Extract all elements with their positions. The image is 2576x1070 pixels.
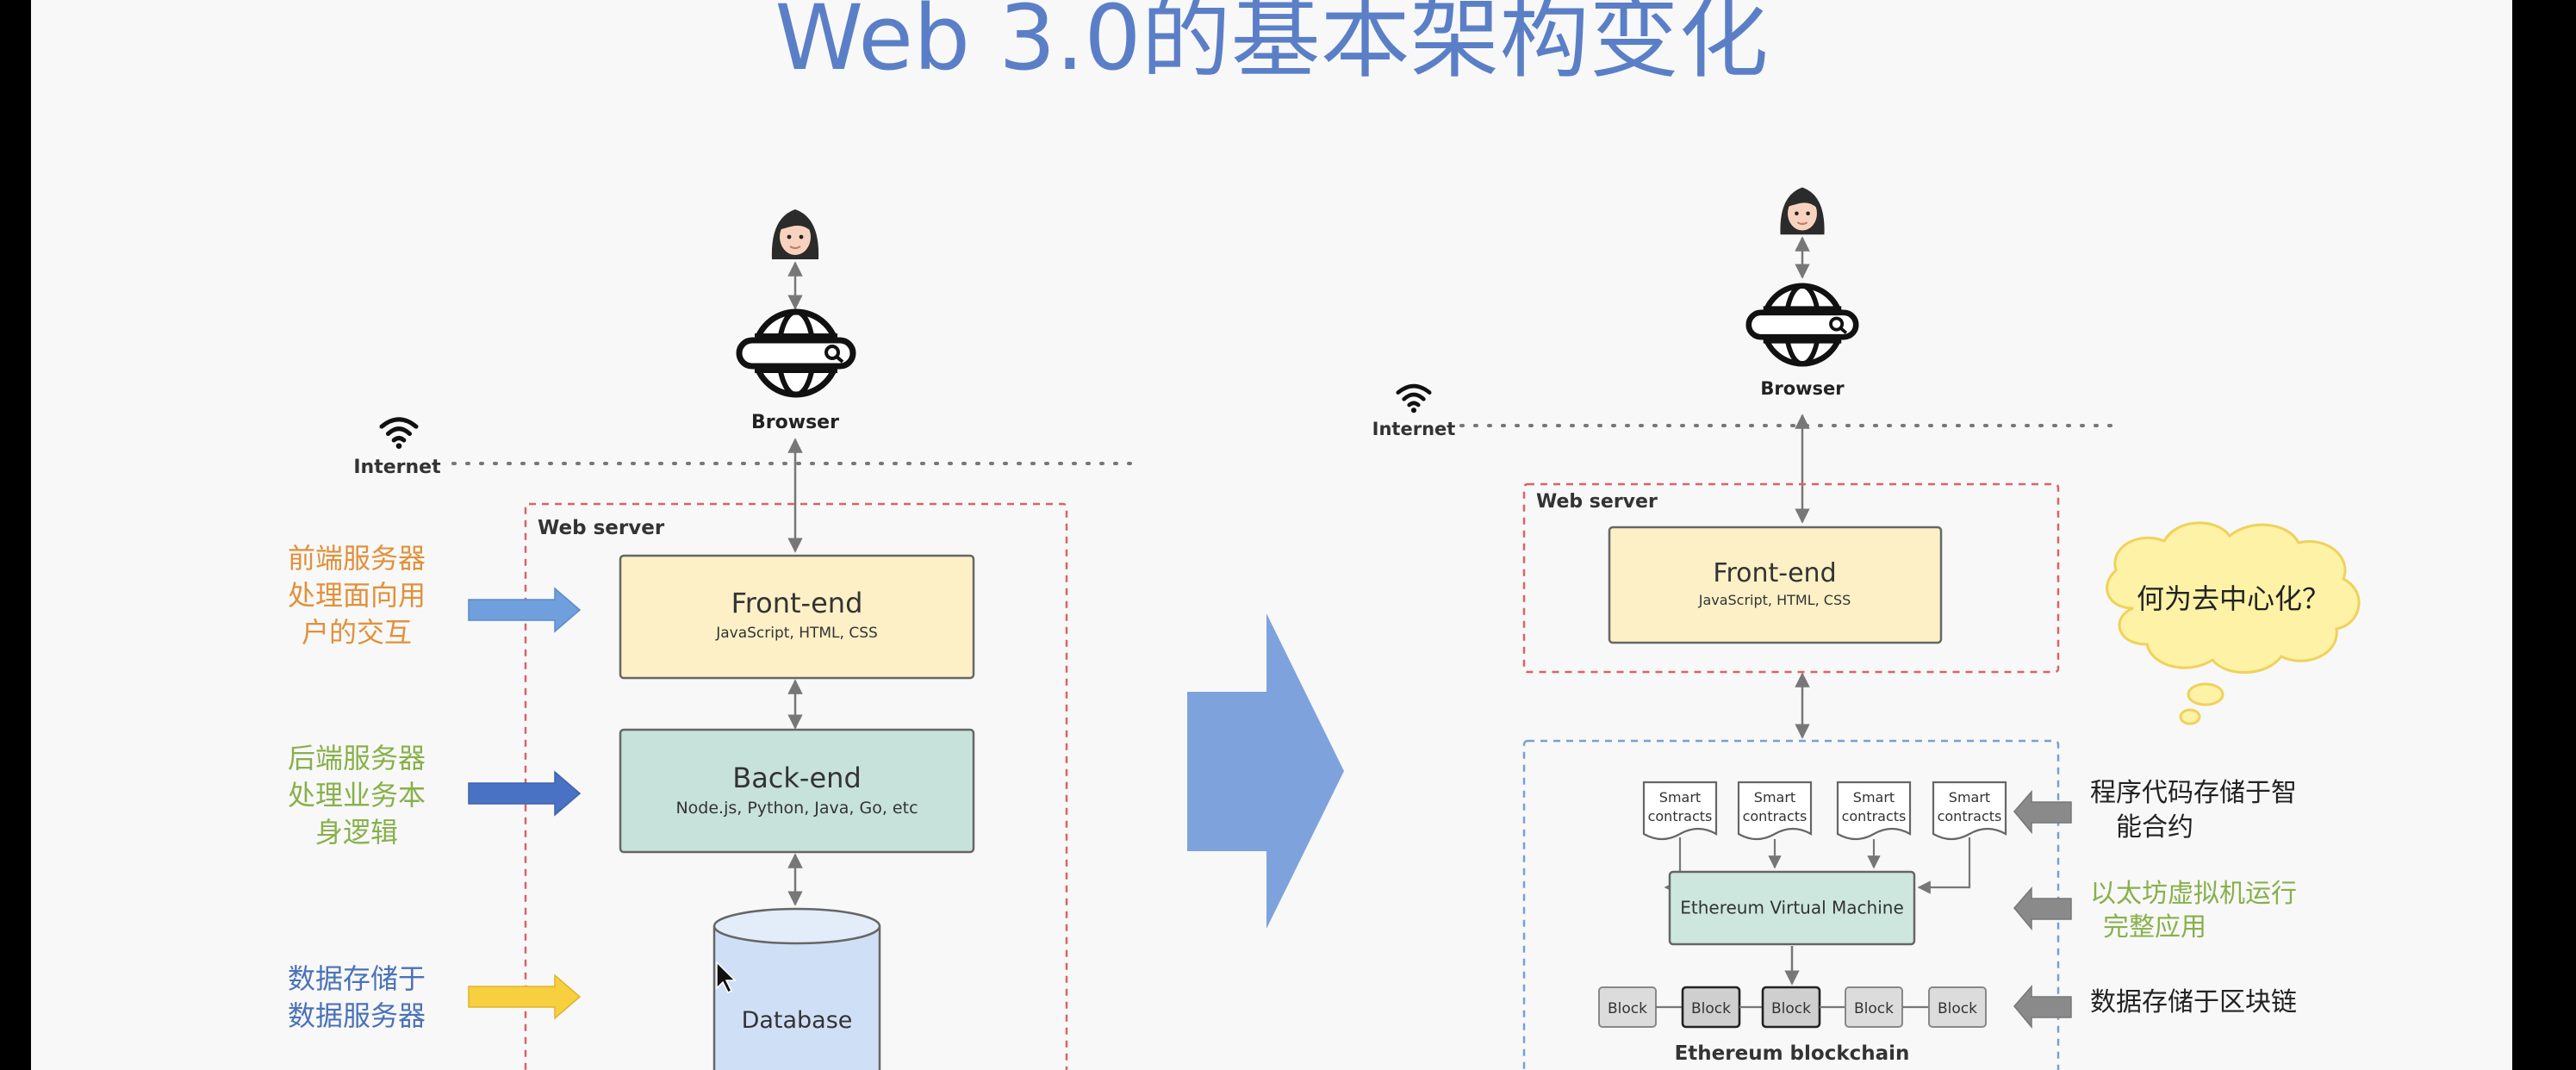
annotation-frontend-line1: 前端服务器 xyxy=(288,542,426,575)
web-server-label-right: Web server xyxy=(1536,491,1658,513)
internet-label: Internet xyxy=(353,457,441,478)
globe-browser-icon-right xyxy=(1749,286,1856,364)
blocks-group: Block Block Block Block Block xyxy=(1598,986,1987,1029)
smart-contracts-group: Smart contracts Smart contracts Smart contrac… xyxy=(1642,781,2007,894)
backend-title: Back-end xyxy=(732,762,862,794)
annotation-frontend-line2: 处理面向用 xyxy=(288,579,426,612)
smart-contract-line1: Smart xyxy=(1754,789,1795,806)
frontend-subtitle-right: JavaScript, HTML, CSS xyxy=(1698,592,1851,608)
blue-right-arrow-icon xyxy=(468,587,582,633)
block-label: Block xyxy=(1771,1000,1811,1017)
frontend-subtitle: JavaScript, HTML, CSS xyxy=(715,625,878,642)
database-cylinder xyxy=(712,926,881,1070)
contract-evm-arrow xyxy=(1917,837,1971,894)
smart-contract-box: Smart contracts xyxy=(1642,781,1718,841)
evm-label: Ethereum Virtual Machine xyxy=(1680,898,1904,918)
block-label: Block xyxy=(1938,1000,1977,1017)
smart-contract-line1: Smart xyxy=(1853,789,1895,806)
smart-contract-box: Smart contracts xyxy=(1737,781,1813,841)
cloud-text: 何为去中心化？ xyxy=(2137,582,2330,615)
person-icon-right xyxy=(1779,186,1826,236)
block-label: Block xyxy=(1608,1000,1647,1017)
smart-contract-line1: Smart xyxy=(1949,789,1990,806)
annotation-data-line1: 数据存储于 xyxy=(288,962,426,995)
annotation-evm-line2: 完整应用 xyxy=(2103,912,2206,942)
web-server-label: Web server xyxy=(538,517,665,539)
big-right-arrow-icon xyxy=(1187,613,1344,929)
slide: Web 3.0的基本架构变化 Browser Internet Web serv… xyxy=(31,0,2512,1070)
internet-label-right: Internet xyxy=(1372,419,1456,439)
annotation-frontend-line3: 户的交互 xyxy=(302,616,412,649)
smart-contract-box: Smart contracts xyxy=(1932,781,2007,841)
gray-left-arrow-icon xyxy=(2013,789,2072,835)
annotation-blockchain-line1: 数据存储于区块链 xyxy=(2090,987,2297,1017)
globe-browser-icon xyxy=(739,312,853,395)
block-label: Block xyxy=(1854,1000,1894,1017)
smart-contract-line2: contracts xyxy=(1743,808,1808,824)
annotation-data-line2: 数据服务器 xyxy=(288,999,426,1032)
backend-subtitle: Node.js, Python, Java, Go, etc xyxy=(675,799,918,818)
block-box xyxy=(1928,986,1987,1028)
backend-box xyxy=(619,728,975,854)
frontend-box-right xyxy=(1608,526,1943,644)
smart-contract-line2: contracts xyxy=(1648,808,1713,824)
architecture-diagram: Web 3.0的基本架构变化 Browser Internet Web serv… xyxy=(288,0,2361,1070)
frontend-title: Front-end xyxy=(731,587,863,619)
block-label: Block xyxy=(1691,1000,1731,1017)
gray-left-arrow-icon xyxy=(2013,984,2072,1030)
browser-label-right: Browser xyxy=(1760,378,1845,399)
blockchain-label: Ethereum blockchain xyxy=(1675,1042,1910,1065)
slide-title: Web 3.0的基本架构变化 xyxy=(775,0,1768,90)
mouse-cursor-icon xyxy=(716,961,737,994)
dark-blue-right-arrow-icon xyxy=(468,770,582,817)
smart-contract-box: Smart contracts xyxy=(1836,781,1912,841)
smart-contract-line1: Smart xyxy=(1659,789,1701,806)
wifi-icon xyxy=(382,420,416,449)
annotation-backend-line3: 身逻辑 xyxy=(315,816,398,849)
annotation-backend-line1: 后端服务器 xyxy=(288,742,426,775)
smart-contract-line2: contracts xyxy=(1842,808,1907,824)
person-icon xyxy=(770,208,820,261)
database-top xyxy=(712,907,881,945)
thought-cloud-icon xyxy=(2106,521,2361,725)
web-server-box-right xyxy=(1522,482,2060,674)
annotation-evm-line1: 以太坊虚拟机运行 xyxy=(2090,879,2297,909)
gray-left-arrow-icon xyxy=(2013,886,2072,931)
wifi-icon-right xyxy=(1398,386,1429,413)
frontend-title-right: Front-end xyxy=(1713,558,1836,588)
frontend-box xyxy=(619,554,975,680)
browser-label: Browser xyxy=(751,412,839,433)
annotation-backend-line2: 处理业务本 xyxy=(288,779,426,812)
smart-contract-line2: contracts xyxy=(1938,808,2002,824)
annotation-contracts-line1: 程序代码存储于智 xyxy=(2090,778,2297,808)
yellow-right-arrow-icon xyxy=(468,974,582,1020)
evm-box xyxy=(1668,870,1916,946)
database-title: Database xyxy=(742,1007,853,1034)
annotation-contracts-line2: 能合约 xyxy=(2116,812,2193,843)
